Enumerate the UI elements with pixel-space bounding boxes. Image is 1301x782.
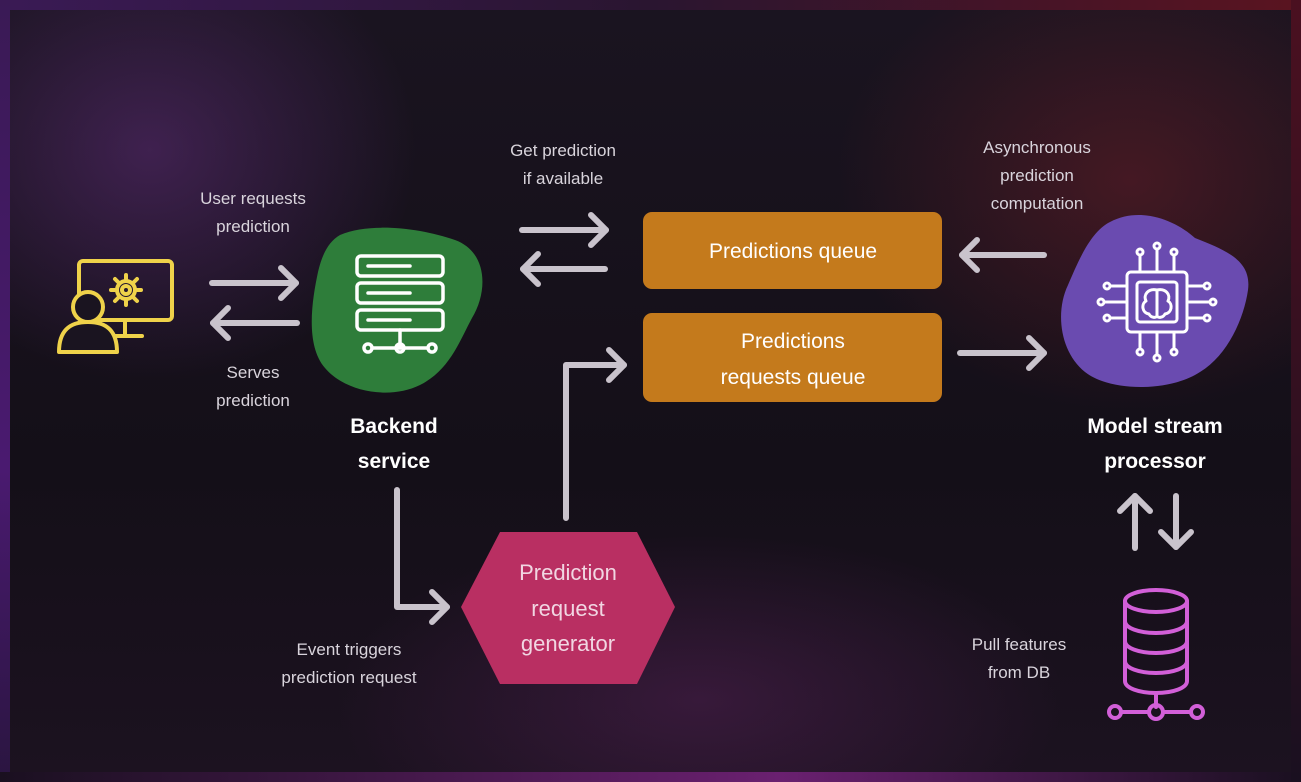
server-stack-icon (355, 254, 445, 354)
label-pull-features-line2: from DB (988, 663, 1050, 682)
brain-chip-icon (1096, 241, 1218, 363)
label-async-line3: computation (991, 194, 1084, 213)
arrow-backend-to-predictions-queue (519, 212, 609, 248)
arrow-backend-to-generator (394, 487, 450, 625)
arrow-model-to-db (1158, 493, 1194, 550)
frame-border-right (1291, 0, 1301, 782)
database-icon (1107, 588, 1205, 721)
predictions-queue-label: Predictions queue (709, 240, 877, 263)
model-title-line2: processor (1104, 450, 1206, 473)
model-blob-shape (1061, 214, 1249, 387)
label-pull-features-line1: Pull features (972, 635, 1067, 654)
label-async-line2: prediction (1000, 166, 1074, 185)
arrow-model-to-predictions-queue (959, 237, 1047, 273)
predictions-queue-box (643, 212, 942, 289)
model-title-line1: Model stream (1087, 415, 1222, 438)
arrow-backend-to-user (210, 305, 300, 341)
label-user-requests-line2: prediction (216, 217, 290, 236)
label-user-requests-line1: User requests (200, 189, 306, 208)
prediction-request-generator-hexagon (461, 532, 675, 684)
label-get-prediction-line2: if available (523, 169, 603, 188)
label-serves-line2: prediction (216, 391, 290, 410)
label-async-line1: Asynchronous (983, 138, 1091, 157)
generator-label-line1: Prediction (519, 560, 617, 585)
backend-title-line2: service (358, 450, 430, 473)
generator-label-line3: generator (521, 631, 615, 656)
predictions-requests-queue-box (643, 313, 942, 402)
frame-border-bottom (0, 772, 1301, 782)
label-event-triggers-line2: prediction request (281, 668, 416, 687)
arrow-db-to-model (1117, 493, 1153, 551)
user-monitor-gear-icon (57, 259, 174, 354)
requests-queue-label-line1: Predictions (741, 330, 845, 353)
arrow-user-to-backend (209, 265, 299, 301)
label-event-triggers-line1: Event triggers (297, 640, 402, 659)
arrow-generator-to-requests-queue (563, 347, 627, 521)
arrow-requests-queue-to-model (957, 335, 1047, 371)
generator-label-line2: request (531, 596, 604, 621)
frame-border-top (0, 0, 1301, 10)
arrow-predictions-queue-to-backend (520, 251, 608, 287)
label-get-prediction-line1: Get prediction (510, 141, 616, 160)
frame-border-left (0, 0, 10, 782)
backend-title-line1: Backend (350, 415, 438, 438)
requests-queue-label-line2: requests queue (721, 366, 866, 389)
label-serves-line1: Serves (227, 363, 280, 382)
